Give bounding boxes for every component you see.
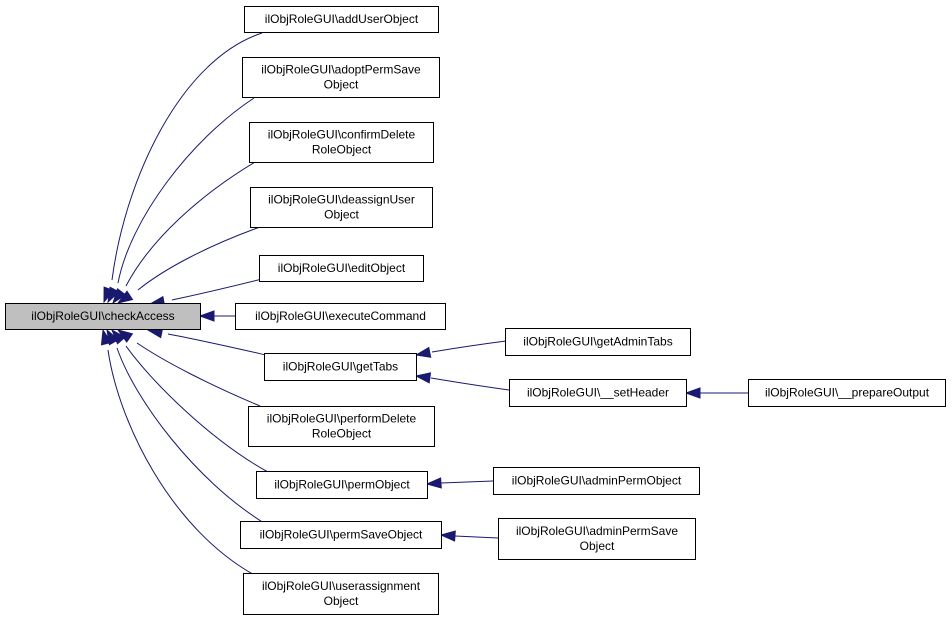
arrowhead — [684, 387, 701, 399]
node-permObject[interactable]: ilObjRoleGUI\permObject — [256, 471, 428, 499]
edge-line — [111, 32, 263, 281]
node-label: Object — [324, 594, 359, 608]
node-label: ilObjRoleGUI\__setHeader — [527, 386, 669, 400]
node-label: ilObjRoleGUI\getTabs — [283, 360, 398, 374]
arrowhead — [198, 310, 215, 322]
node-box — [498, 518, 696, 560]
edge-confirmDeleteRoleObject-to-checkAccess — [112, 161, 256, 305]
node-label: Object — [324, 78, 359, 92]
node-label: ilObjRoleGUI\adoptPermSave — [261, 63, 421, 77]
arrowhead — [414, 372, 432, 384]
edge-executeCommand-to-checkAccess — [198, 310, 236, 322]
edge-line — [171, 278, 263, 301]
node-editObject[interactable]: ilObjRoleGUI\editObject — [259, 255, 424, 282]
node-box — [493, 467, 700, 495]
node-addUserObject[interactable]: ilObjRoleGUI\addUserObject — [244, 6, 439, 33]
node-label: ilObjRoleGUI\editObject — [278, 261, 406, 275]
node-box — [243, 573, 439, 615]
arrowhead — [116, 290, 134, 304]
node-box — [248, 406, 435, 447]
node-box — [259, 255, 424, 282]
nodes-layer: ilObjRoleGUI\checkAccess ilObjRoleGUI\add… — [5, 6, 946, 615]
node-adminPermObject[interactable]: ilObjRoleGUI\adminPermObject — [493, 467, 700, 495]
edge-deassignUserObject-to-checkAccess — [116, 226, 261, 304]
edge-addUserObject-to-checkAccess — [103, 32, 263, 304]
edge-adminPermSaveObject-to-permSaveObject — [439, 530, 499, 542]
node-permSaveObject[interactable]: ilObjRoleGUI\permSaveObject — [240, 521, 442, 549]
node-label: RoleObject — [312, 143, 372, 157]
edge-line — [117, 97, 255, 284]
edge-prepareOutput-to-setHeader — [684, 387, 748, 399]
edge-adminPermObject-to-permObject — [425, 477, 494, 489]
arrowhead — [414, 346, 432, 358]
node-box — [264, 353, 417, 381]
edge-line — [430, 377, 510, 391]
edge-getAdminTabs-to-getTabs — [414, 340, 507, 358]
node-label: ilObjRoleGUI\permSaveObject — [260, 528, 423, 542]
node-getAdminTabs[interactable]: ilObjRoleGUI\getAdminTabs — [505, 328, 691, 356]
edge-line — [431, 340, 507, 353]
edge-getTabs-to-checkAccess — [146, 327, 267, 356]
node-box — [509, 379, 687, 407]
edge-line — [440, 480, 494, 484]
edge-line — [454, 535, 499, 539]
edge-line — [136, 342, 261, 407]
arrowhead — [425, 477, 442, 489]
node-label: ilObjRoleGUI\addUserObject — [265, 12, 419, 26]
node-label: Object — [324, 208, 359, 222]
node-box — [5, 303, 201, 330]
arrowhead — [112, 287, 127, 305]
arrowhead — [107, 286, 120, 304]
node-label: ilObjRoleGUI\checkAccess — [31, 309, 174, 323]
node-label: RoleObject — [312, 427, 372, 441]
node-label: ilObjRoleGUI\userassignment — [262, 579, 421, 593]
node-executeCommand[interactable]: ilObjRoleGUI\executeCommand — [235, 303, 446, 330]
node-box — [240, 521, 442, 549]
edge-line — [137, 226, 261, 291]
node-label: Object — [580, 539, 615, 553]
edge-adoptPermSaveObject-to-checkAccess — [107, 97, 255, 304]
edge-editObject-to-checkAccess — [148, 278, 263, 308]
node-label: ilObjRoleGUI\executeCommand — [255, 309, 426, 323]
node-prepareOutput[interactable]: ilObjRoleGUI\__prepareOutput — [748, 379, 946, 407]
node-box — [244, 6, 439, 33]
node-box — [256, 471, 428, 499]
arrowhead — [439, 530, 456, 542]
node-box — [748, 379, 946, 407]
edge-userassignmentObject-to-checkAccess — [100, 328, 259, 578]
node-box — [250, 187, 433, 228]
edge-line — [107, 349, 259, 578]
node-box — [235, 303, 446, 330]
edges-layer — [100, 32, 748, 578]
node-label: ilObjRoleGUI\__prepareOutput — [765, 386, 930, 400]
arrowhead — [100, 328, 113, 346]
node-label: ilObjRoleGUI\confirmDelete — [268, 128, 416, 142]
edge-line — [125, 161, 256, 287]
node-label: ilObjRoleGUI\adminPermObject — [512, 474, 682, 488]
node-label: ilObjRoleGUI\deassignUser — [268, 193, 415, 207]
node-label: ilObjRoleGUI\getAdminTabs — [523, 335, 672, 349]
node-label: ilObjRoleGUI\adminPermSave — [516, 524, 678, 538]
edge-setHeader-to-getTabs — [414, 372, 510, 391]
edge-line — [125, 345, 269, 473]
node-label: ilObjRoleGUI\performDelete — [267, 412, 417, 426]
node-box — [242, 57, 440, 98]
edge-line — [116, 347, 265, 524]
node-label: ilObjRoleGUI\permObject — [274, 478, 410, 492]
node-getTabs[interactable]: ilObjRoleGUI\getTabs — [264, 353, 417, 381]
edge-permObject-to-checkAccess — [111, 328, 269, 473]
node-checkAccess[interactable]: ilObjRoleGUI\checkAccess — [5, 303, 201, 330]
node-box — [249, 122, 434, 163]
edge-line — [167, 333, 267, 356]
node-setHeader[interactable]: ilObjRoleGUI\__setHeader — [509, 379, 687, 407]
node-box — [505, 328, 691, 356]
